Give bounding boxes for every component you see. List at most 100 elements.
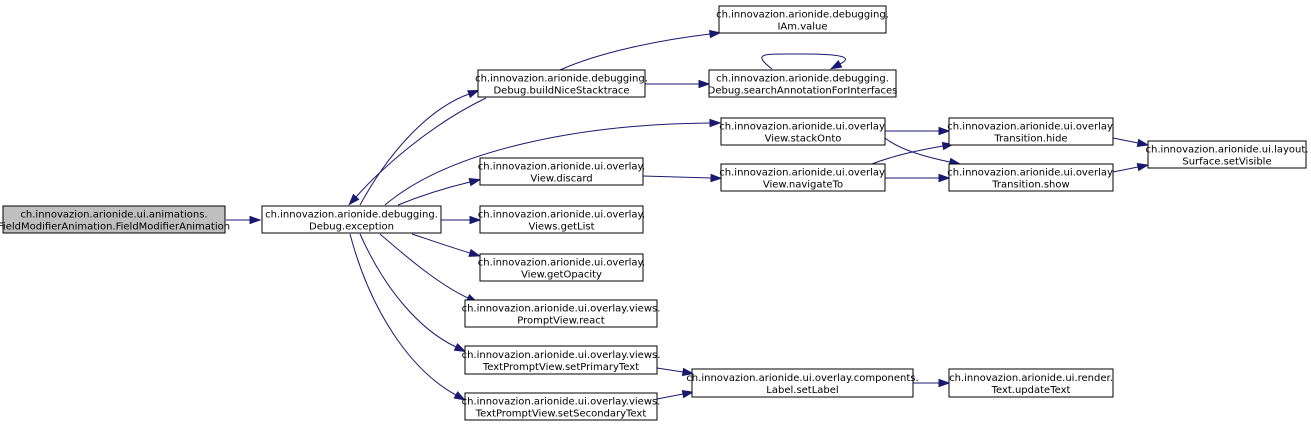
node-searchAnn[interactable]: ch.innovazion.arionide.debugging.Debug.s… <box>708 69 898 98</box>
arrowhead-icon <box>1136 138 1150 148</box>
node-discard[interactable]: ch.innovazion.arionide.ui.overlay.View.d… <box>478 157 645 186</box>
node-box <box>948 117 1114 146</box>
node-label-line: Views.getList <box>528 222 594 233</box>
node-navigateTo[interactable]: ch.innovazion.arionide.ui.overlay.View.n… <box>719 163 887 192</box>
node-react[interactable]: ch.innovazion.arionide.ui.overlay.views.… <box>462 299 661 328</box>
node-setVisible[interactable]: ch.innovazion.arionide.ui.layout.Surface… <box>1146 140 1309 169</box>
node-show[interactable]: ch.innovazion.arionide.ui.overlay.Transi… <box>947 163 1115 192</box>
node-label-line: FieldModifierAnimation.FieldModifierAnim… <box>0 222 230 233</box>
node-setPrimary[interactable]: ch.innovazion.arionide.ui.overlay.views.… <box>462 345 661 375</box>
arrowhead-icon <box>681 389 695 399</box>
edge-line <box>656 367 684 373</box>
edge-line <box>871 145 944 165</box>
node-getOpacity[interactable]: ch.innovazion.arionide.ui.overlay.View.g… <box>478 253 645 282</box>
node-label-line: Surface.setVisible <box>1182 157 1271 168</box>
node-box <box>479 253 644 282</box>
node-label-line: Transition.hide <box>993 134 1067 145</box>
node-label-line: View.getOpacity <box>521 270 602 281</box>
node-box <box>720 117 886 146</box>
edge-line <box>359 233 457 348</box>
edge-line <box>656 393 684 400</box>
node-label-line: ch.innovazion.arionide.ui.overlay. <box>947 122 1114 133</box>
node-stackOnto[interactable]: ch.innovazion.arionide.ui.overlay.View.s… <box>719 117 887 146</box>
edge-line <box>397 181 471 206</box>
node-label-line: ch.innovazion.arionide.ui.overlay. <box>478 258 645 269</box>
edge-show-to-setVisible <box>1112 162 1150 173</box>
edge-root-to-exception <box>226 215 262 225</box>
edge-buildNice-to-searchAnn <box>645 79 711 89</box>
node-box <box>948 163 1114 192</box>
node-box <box>479 157 644 186</box>
node-label-line: ch.innovazion.arionide.debugging. <box>475 74 648 85</box>
node-setSecondary[interactable]: ch.innovazion.arionide.ui.overlay.views.… <box>462 392 661 421</box>
node-root[interactable]: ch.innovazion.arionide.ui.animations.Fie… <box>0 205 230 234</box>
node-updateText[interactable]: ch.innovazion.arionide.ui.render.Text.up… <box>948 368 1114 398</box>
node-label-line: ch.innovazion.arionide.ui.render. <box>949 373 1113 384</box>
arrowhead-icon <box>938 126 951 136</box>
edge-buildNice-to-iamvalue <box>559 29 722 71</box>
node-box <box>2 205 226 234</box>
node-label-line: Text.updateText <box>991 385 1071 396</box>
node-label-line: ch.innovazion.arionide.ui.overlay. <box>719 168 886 179</box>
arrowhead-icon <box>453 391 467 401</box>
edge-line <box>349 233 457 396</box>
arrowhead-icon <box>681 367 695 377</box>
edge-hide-to-setVisible <box>1112 137 1150 148</box>
node-box <box>1147 140 1307 169</box>
edge-navigateTo-to-show <box>885 173 951 183</box>
node-label-line: ch.innovazion.arionide.ui.overlay. <box>478 210 645 221</box>
edge-line <box>355 97 487 198</box>
edge-line <box>384 122 711 206</box>
edge-exception-to-buildNice <box>359 90 480 206</box>
node-setLabel[interactable]: ch.innovazion.arionide.ui.overlay.compon… <box>686 368 919 398</box>
edges-layer <box>226 29 1150 401</box>
node-hide[interactable]: ch.innovazion.arionide.ui.overlay.Transi… <box>947 117 1115 146</box>
node-box <box>464 392 658 421</box>
node-box <box>708 69 897 98</box>
edge-stackOnto-to-hide <box>885 126 951 136</box>
edge-line <box>642 175 712 179</box>
node-label-line: ch.innovazion.arionide.ui.layout. <box>1146 145 1309 156</box>
arrowhead-icon <box>829 60 843 70</box>
node-box <box>691 368 914 398</box>
node-label-line: TextPromptView.setPrimaryText <box>482 362 639 373</box>
edge-line <box>559 33 711 71</box>
nodes-layer: ch.innovazion.arionide.ui.animations.Fie… <box>0 5 1309 421</box>
node-label-line: Label.setLabel <box>766 385 838 396</box>
node-buildNice[interactable]: ch.innovazion.arionide.debugging.Debug.b… <box>475 69 648 98</box>
arrowhead-icon <box>453 342 467 353</box>
edge-exception-to-getOpacity <box>411 233 482 257</box>
node-label-line: TextPromptView.setSecondaryText <box>475 409 647 420</box>
edge-line <box>1112 137 1139 144</box>
edge-exception-to-react <box>379 233 479 303</box>
arrowhead-icon <box>249 215 262 225</box>
node-label-line: ch.innovazion.arionide.ui.overlay.views. <box>462 397 661 408</box>
node-label-line: IAm.value <box>777 22 827 33</box>
edge-setSecondary-to-setLabel <box>656 389 695 400</box>
edge-line <box>1112 166 1139 173</box>
node-label-line: ch.innovazion.arionide.ui.overlay. <box>478 162 645 173</box>
node-label-line: ch.innovazion.arionide.ui.animations. <box>20 210 207 221</box>
node-getList[interactable]: ch.innovazion.arionide.ui.overlay.Views.… <box>478 205 645 234</box>
node-label-line: View.discard <box>530 174 592 185</box>
node-box <box>464 299 658 328</box>
node-label-line: ch.innovazion.arionide.ui.overlay.views. <box>462 304 661 315</box>
edge-line <box>359 93 470 206</box>
node-label-line: ch.innovazion.arionide.debugging. <box>716 10 889 21</box>
edge-exception-to-stackOnto <box>384 118 722 206</box>
arrowhead-icon <box>468 178 482 187</box>
edge-setPrimary-to-setLabel <box>656 367 695 377</box>
arrowhead-icon <box>698 79 711 89</box>
arrowhead-icon <box>468 248 482 257</box>
node-exception[interactable]: ch.innovazion.arionide.debugging.Debug.e… <box>261 205 442 234</box>
edge-line <box>761 53 846 70</box>
edge-exception-to-setSecondary <box>349 233 467 401</box>
node-box <box>464 345 658 375</box>
edge-exception-to-discard <box>397 178 482 206</box>
edge-setLabel-to-updateText <box>913 378 951 388</box>
edge-exception-to-getList <box>441 215 482 225</box>
edge-line <box>379 233 469 299</box>
node-label-line: ch.innovazion.arionide.ui.overlay.views. <box>462 350 661 361</box>
node-iamvalue[interactable]: ch.innovazion.arionide.debugging.IAm.val… <box>716 5 889 34</box>
